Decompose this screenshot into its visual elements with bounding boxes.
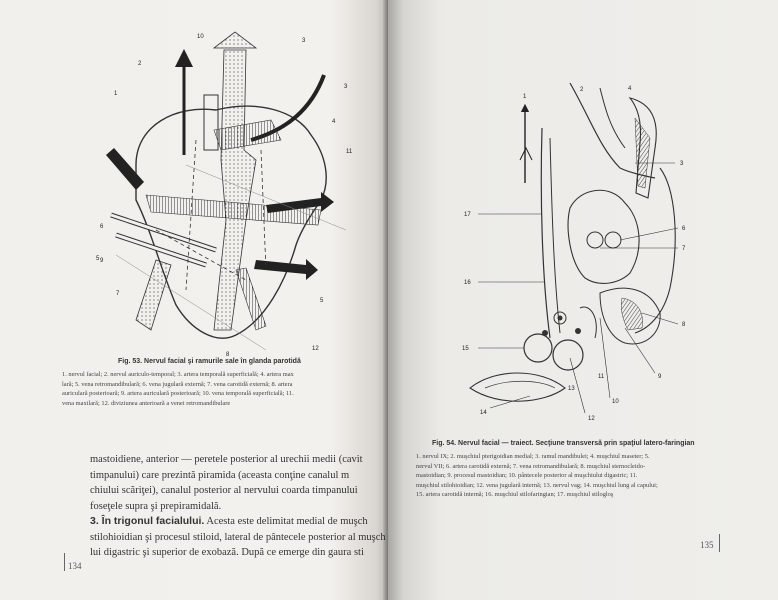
figure-53-legend: 1. nervul facial; 2. nervul auriculo-tem…: [62, 370, 372, 408]
legend-line: muşchiul stilohioidian; 12. vena jugular…: [416, 481, 658, 489]
section-line: lui digastric şi superior de exobază. Du…: [90, 547, 364, 558]
figure-53-caption-title: Fig. 53. Nervul facial şi ramurile sale …: [118, 358, 301, 365]
body-line: mastoidiene, anterior — peretele posteri…: [90, 454, 363, 465]
fig54-label: 17: [464, 212, 471, 218]
page-number-rule: [64, 553, 65, 571]
fig54-label: 12: [588, 416, 595, 422]
section-line: stilohioidian şi procesul stiloid, later…: [90, 531, 386, 543]
legend-line: 1. nervul facial; 2. nervul auriculo-tem…: [62, 371, 294, 378]
fig53-label: 9: [100, 258, 104, 264]
legend-line: 15. artera carotidă internă; 16. muşchiu…: [416, 491, 614, 499]
section-first-line: 3. În trigonul facialului. Acesta este d…: [90, 514, 380, 530]
section-paragraph: 3. În trigonul facialului. Acesta este d…: [90, 514, 386, 561]
left-page: 1 2 3 10 3 4 11 5 6 7 8 9 5 12 Fig. 53. …: [0, 0, 388, 600]
figure-54-crosssection-diagram: 1 2 4 3 17 6 7 16 8 15 9 11 10 13 14 12: [450, 78, 710, 438]
page-number-rule: [719, 534, 720, 552]
fig53-label: 2: [138, 61, 142, 67]
legend-line: 1. nervul IX; 2. muşchiul pterigoidian m…: [416, 453, 650, 460]
body-line: chiului scăriţei), canalul posterior al …: [90, 485, 358, 496]
right-page: 1 2 4 3 17 6 7 16 8 15 9 11 10 13 14 12 …: [388, 0, 778, 600]
body-paragraph: mastoidiene, anterior — peretele posteri…: [90, 452, 380, 514]
fig54-label: 8: [682, 322, 686, 328]
fig53-label: 10: [197, 34, 204, 40]
fig54-label: 16: [464, 280, 471, 286]
fig53-label: 3: [344, 84, 348, 90]
fig54-label: 9: [658, 374, 662, 380]
fig54-label: 2: [580, 87, 584, 93]
section-heading: 3. În trigonul facialului.: [90, 515, 205, 527]
page-number-left: 134: [68, 561, 82, 571]
legend-line: mastoidian; 9. procesul mastoidian; 10. …: [416, 472, 638, 480]
legend-line: nervul VII; 6. artera carotidă externă; …: [416, 462, 646, 470]
fig54-label: 6: [682, 226, 686, 232]
legend-line: lară; 5. vena retromandibulară; 6. vena …: [62, 380, 293, 388]
figure-53-drawing: 1 2 3 10 3 4 11 5 6 7 8 9 5 12: [96, 31, 353, 358]
legend-line: auriculară posterioară; 9. artera auricu…: [62, 390, 294, 398]
fig54-label: 7: [682, 246, 686, 252]
fig53-label: 5: [96, 256, 100, 262]
fig54-label: 1: [523, 94, 527, 100]
fig54-label: 14: [480, 410, 487, 416]
body-line: foseţele supra şi prepiramidală.: [90, 500, 222, 512]
fig54-label: 13: [568, 386, 575, 392]
section-line: Acesta este delimitat medial de muşch: [204, 516, 368, 527]
figure-53-parotid-diagram: 1 2 3 10 3 4 11 5 6 7 8 9 5 12: [96, 30, 366, 360]
page-number-right: 135: [700, 540, 714, 550]
fig54-label: 3: [680, 161, 684, 167]
fig53-label: 1: [114, 91, 118, 97]
fig53-label: 11: [346, 149, 353, 155]
fig53-label: 6: [100, 224, 104, 230]
fig53-label: 3: [302, 38, 306, 44]
fig53-label: 4: [332, 119, 336, 125]
fig54-label: 4: [628, 86, 632, 92]
fig53-label: 12: [312, 346, 319, 352]
figure-54-legend: 1. nervul IX; 2. muşchiul pterigoidian m…: [416, 452, 761, 500]
fig54-label: 15: [462, 346, 469, 352]
figure-54-drawing: 1 2 4 3 17 6 7 16 8 15 9 11 10 13 14 12: [462, 82, 686, 422]
body-line: timpanului) care prezintă piramida (acea…: [90, 469, 350, 481]
legend-line: vena maxilară; 12. diviziunea anterioară…: [62, 399, 231, 407]
fig53-label: 8: [226, 352, 230, 358]
fig53-label: 5: [320, 298, 324, 304]
fig54-label: 11: [598, 374, 605, 380]
fig54-label: 10: [612, 399, 619, 405]
figure-54-caption-title: Fig. 54. Nervul facial — traiect. Secţiu…: [432, 440, 695, 447]
fig53-label: 7: [116, 291, 120, 297]
